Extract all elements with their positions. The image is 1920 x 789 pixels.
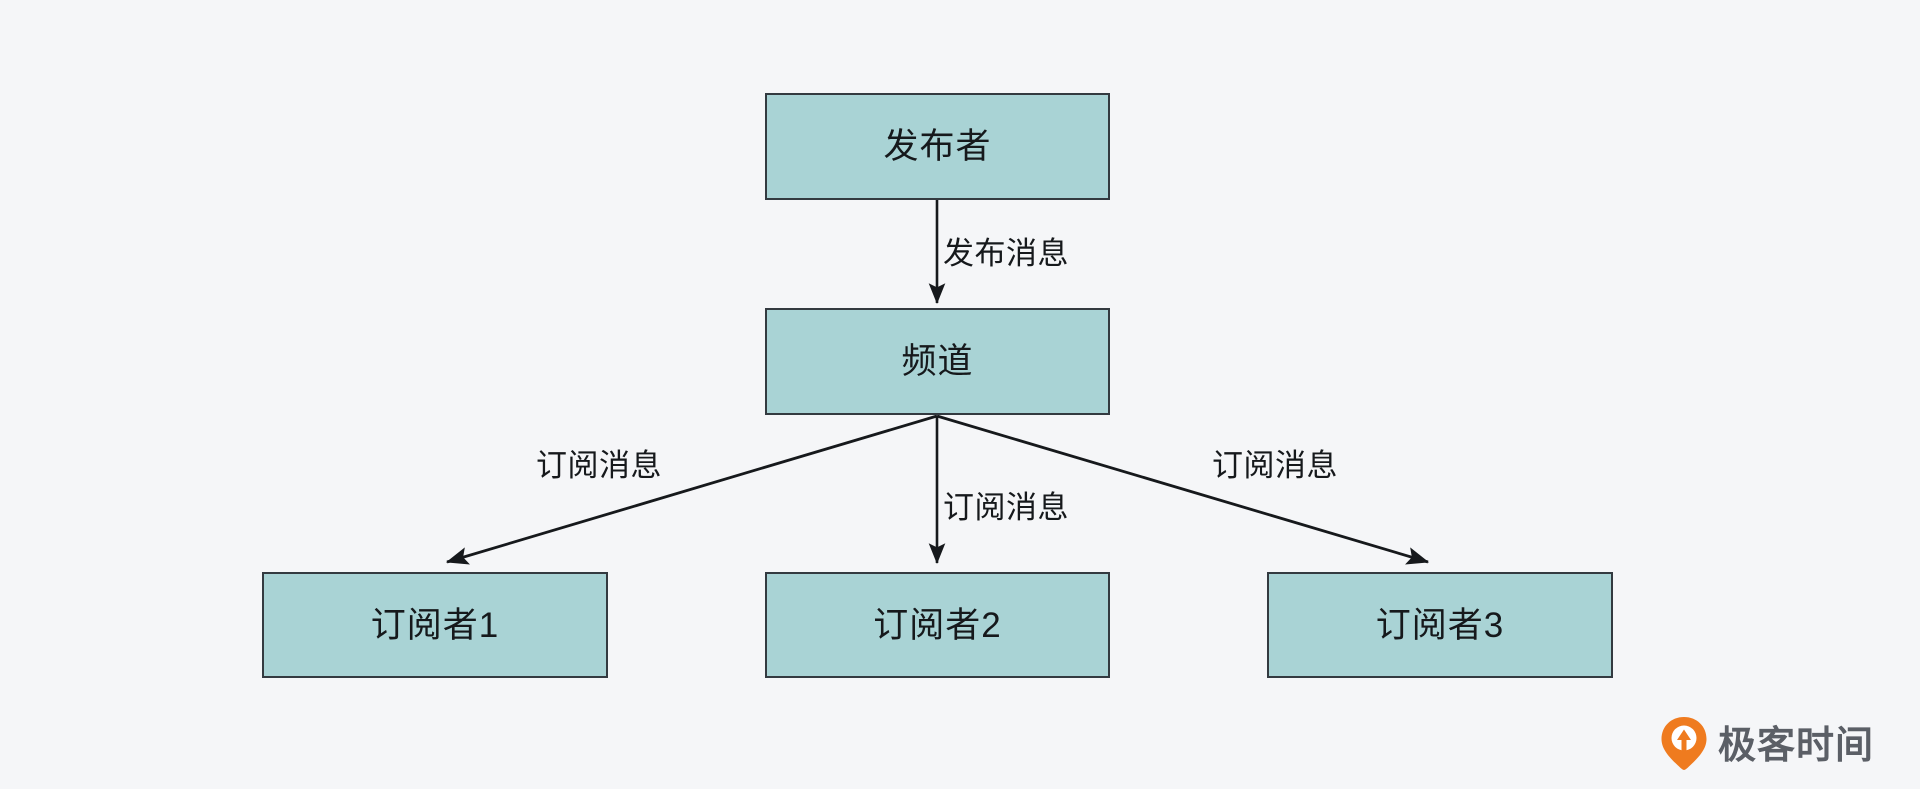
node-subscriber-2[interactable]: 订阅者2 xyxy=(765,572,1110,678)
node-subscriber-3-label: 订阅者3 xyxy=(1375,605,1505,645)
edge-subscribe-3-line xyxy=(936,414,1430,565)
node-publisher[interactable]: 发布者 xyxy=(765,93,1110,200)
edge-label-subscribe-3: 订阅消息 xyxy=(1212,448,1338,483)
edge-label-subscribe-2: 订阅消息 xyxy=(943,490,1069,525)
node-channel[interactable]: 频道 xyxy=(765,308,1110,415)
edge-label-subscribe-1: 订阅消息 xyxy=(536,448,662,483)
watermark-brand-text: 极客时间 xyxy=(1718,724,1875,767)
geektime-logo-icon xyxy=(1660,715,1708,776)
node-subscriber-1-label: 订阅者1 xyxy=(370,605,500,645)
edge-subscribe-1-line xyxy=(445,414,938,565)
node-publisher-label: 发布者 xyxy=(883,127,992,166)
node-subscriber-2-label: 订阅者2 xyxy=(873,605,1002,645)
node-subscriber-3[interactable]: 订阅者3 xyxy=(1267,572,1613,678)
node-channel-label: 频道 xyxy=(901,342,974,381)
watermark: 极客时间 xyxy=(1660,715,1874,776)
edge-label-publish: 发布消息 xyxy=(943,236,1069,271)
node-subscriber-1[interactable]: 订阅者1 xyxy=(262,572,608,678)
